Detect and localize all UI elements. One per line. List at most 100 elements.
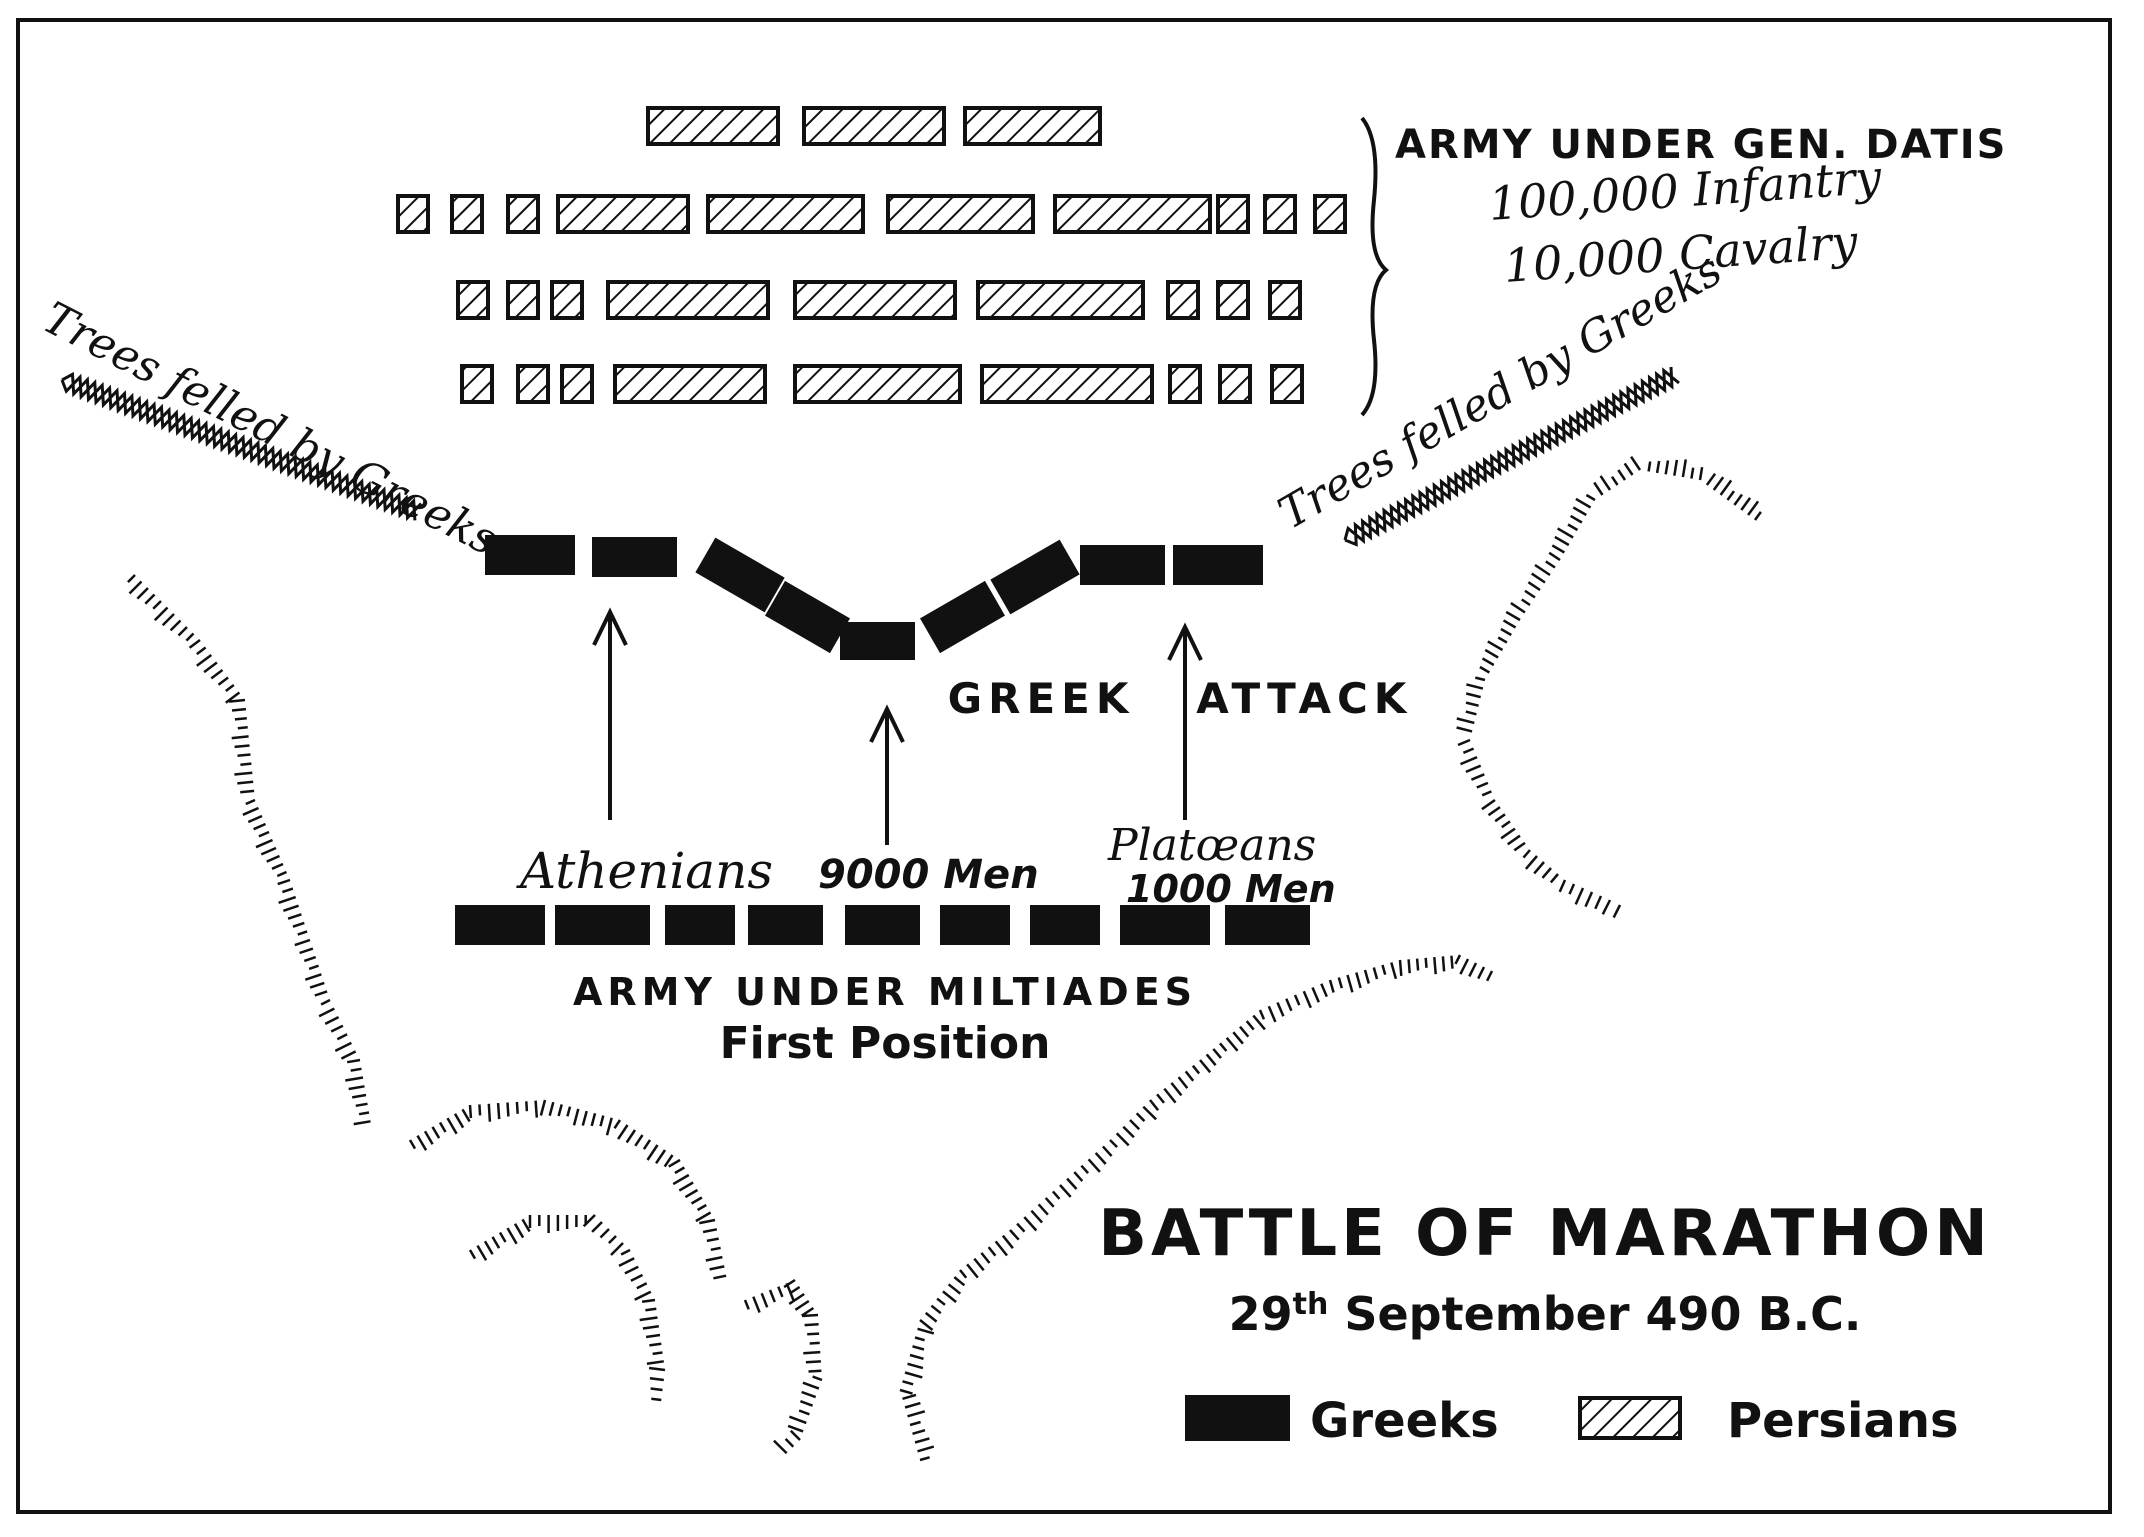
- hill-hachure: [513, 1223, 525, 1239]
- hill-hachure: [1205, 1053, 1217, 1066]
- hill-hachure: [1184, 1070, 1195, 1082]
- hill-hachure: [231, 707, 247, 712]
- hill-hachure: [787, 1424, 804, 1433]
- hill-hachure: [128, 580, 143, 595]
- hill-hachure: [1479, 665, 1491, 674]
- hill-hachure: [1465, 710, 1477, 716]
- hill-hachure: [498, 1231, 507, 1243]
- hill-hachure: [1232, 1031, 1244, 1045]
- hill-hachure: [1219, 1042, 1228, 1052]
- plataean-men-label: 1000 Men: [1126, 867, 1336, 911]
- greek-unit: [485, 535, 575, 575]
- hill-hachure: [1407, 959, 1411, 974]
- hill-hachure: [649, 1342, 662, 1347]
- hill-hachure: [919, 1319, 934, 1331]
- hill-hachure: [912, 1428, 926, 1436]
- hill-hachure: [789, 1285, 801, 1295]
- greek-unit: [1225, 905, 1310, 945]
- hill-hachure: [1510, 602, 1526, 614]
- hill-hachure: [804, 1323, 819, 1327]
- greek-unit: [592, 537, 677, 577]
- hill-hachure: [408, 1139, 417, 1150]
- hill-hachure: [1527, 581, 1541, 592]
- hill-hachure: [942, 1290, 957, 1303]
- hill-hachure: [809, 1341, 820, 1345]
- hill-hachure: [1500, 827, 1516, 840]
- hill-hachure: [1459, 958, 1470, 975]
- hill-hachure: [1177, 1076, 1189, 1089]
- hill-hachure: [1293, 994, 1301, 1006]
- hill-hachure: [217, 676, 229, 686]
- hill-hachure: [1698, 466, 1704, 481]
- hill-hachure: [1311, 987, 1320, 1003]
- hill-hachure: [1465, 701, 1479, 707]
- hill-hachure: [506, 1227, 518, 1245]
- hill-hachure: [1487, 806, 1501, 817]
- hill-hachure: [231, 735, 249, 740]
- hill-hachure: [487, 1103, 492, 1122]
- hill-hachure: [1647, 461, 1652, 472]
- hill-hachure: [642, 1139, 652, 1150]
- hill-hachure: [652, 1351, 663, 1356]
- hill-hachure: [496, 1103, 501, 1120]
- persian-unit: [706, 194, 865, 234]
- hill-hachure: [610, 1242, 624, 1256]
- hill-hachure: [1363, 969, 1371, 984]
- hill-hachure: [1170, 1082, 1183, 1097]
- hill-hachure: [1501, 820, 1511, 829]
- hill-hachure: [491, 1236, 501, 1249]
- hill-hachure: [1584, 891, 1594, 908]
- hill-hachure: [1149, 1099, 1160, 1111]
- hill-hachure: [634, 1290, 652, 1301]
- hill-hachure: [1122, 1125, 1135, 1139]
- greek-unit: [555, 905, 650, 945]
- hill-hachure: [127, 574, 136, 583]
- hill-hachure: [648, 1366, 666, 1372]
- hill-hachure: [353, 1120, 371, 1126]
- persian-unit: [560, 364, 594, 404]
- hill-hachure: [506, 1102, 510, 1117]
- hill-hachure: [1191, 1064, 1201, 1075]
- hill-hachure: [476, 1244, 488, 1261]
- hill-hachure: [591, 1221, 603, 1233]
- hill-hachure: [699, 1218, 716, 1225]
- hill-hachure: [1087, 1158, 1101, 1173]
- hill-hachure: [980, 1252, 991, 1264]
- hill-hachure: [1424, 957, 1428, 968]
- hill-hachure: [953, 1276, 966, 1287]
- hill-hachure: [1320, 983, 1328, 998]
- hill-hachure: [169, 619, 182, 632]
- hill-hachure: [1556, 527, 1574, 539]
- hill-hachure: [902, 1393, 917, 1401]
- hill-hachure: [773, 1439, 788, 1455]
- persian-unit: [516, 364, 550, 404]
- hill-hachure: [1390, 962, 1398, 980]
- persian-unit: [976, 280, 1145, 320]
- trees-right-label: Trees felled by Greeks: [1270, 244, 1730, 539]
- arrow-center: [869, 704, 905, 845]
- greek-unit: [990, 539, 1080, 615]
- felled-trees-right: Trees felled by Greeks: [1270, 244, 1730, 547]
- hill-hachure: [805, 1360, 821, 1364]
- hill-hachure: [690, 1196, 703, 1205]
- hill-hachure: [902, 1380, 914, 1386]
- hill-hachure: [1681, 459, 1688, 478]
- hill-hachure: [713, 1274, 727, 1280]
- hill-hachure: [581, 1110, 588, 1126]
- hill-hachure: [789, 1429, 801, 1441]
- hill-hachure: [161, 613, 175, 627]
- hill-hachure: [914, 1437, 930, 1444]
- date-day: 29: [1229, 1287, 1293, 1341]
- hill-hachure: [1450, 955, 1454, 969]
- hill-hachure: [617, 1124, 629, 1140]
- hill-hachure: [1457, 738, 1471, 747]
- hill-hachure: [1477, 966, 1486, 980]
- hill-hachure: [624, 1265, 639, 1275]
- hill-hachure: [461, 1108, 471, 1123]
- hill-hachure: [1534, 563, 1551, 577]
- hill-hachure: [590, 1112, 597, 1127]
- hill-hachure: [1441, 956, 1446, 972]
- hill-hachure: [1094, 1152, 1107, 1165]
- hill-hachure: [1115, 1132, 1130, 1147]
